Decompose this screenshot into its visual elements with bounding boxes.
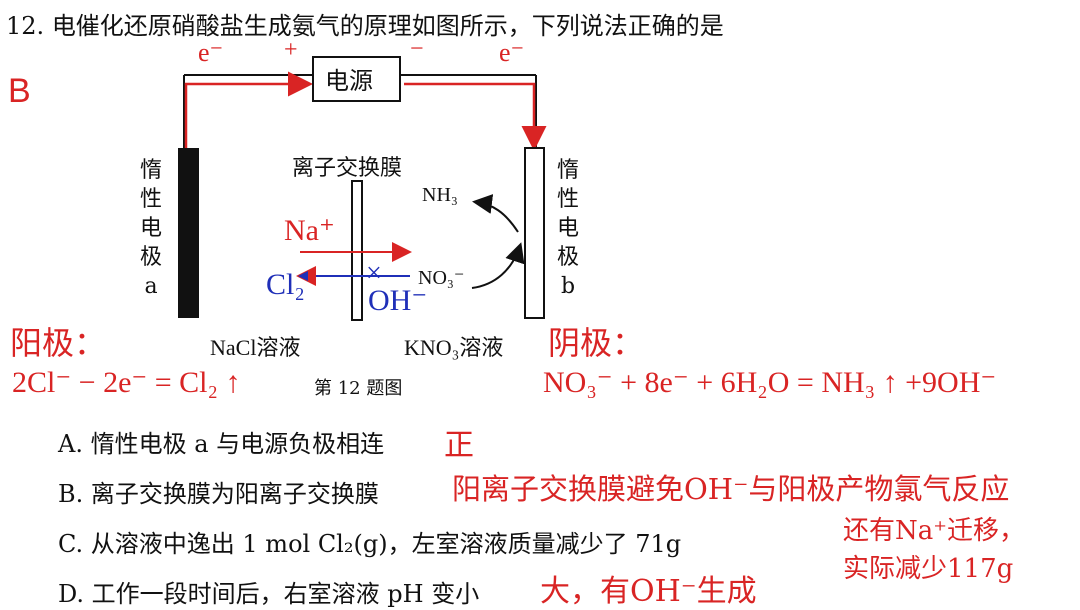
electrode-a-char: a bbox=[144, 274, 158, 299]
option-d-label: D. bbox=[58, 580, 85, 608]
left-solution-label: NaCl溶液 bbox=[210, 335, 301, 360]
question-text: 电催化还原硝酸盐生成氨气的原理如图所示，下列说法正确的是 bbox=[51, 12, 724, 40]
electrode-a-label: 惰 性 电 极 a bbox=[136, 156, 166, 301]
electrode-b-char: 极 bbox=[556, 245, 579, 270]
electrode-a-char: 电 bbox=[139, 216, 162, 241]
option-b-label: B. bbox=[58, 480, 84, 508]
question-number: 12. bbox=[6, 12, 45, 40]
no3-arrow bbox=[471, 242, 525, 289]
na-ion-label: Na⁺ bbox=[284, 214, 335, 247]
option-c-note-line1: 还有Na⁺迁移， bbox=[843, 516, 1025, 546]
right-solution-label: KNO₃溶液 bbox=[404, 335, 504, 360]
electrode-a-char: 惰 bbox=[139, 158, 162, 183]
electrolysis-diagram bbox=[178, 56, 547, 321]
option-a-note: 正 bbox=[444, 428, 474, 463]
electron-flow-right-arrow bbox=[404, 82, 547, 151]
nh3-label: NH₃ bbox=[422, 184, 458, 206]
figure-caption: 第 12 题图 bbox=[314, 378, 403, 399]
electrode-b-char: 性 bbox=[556, 187, 579, 212]
option-c-note-line2: 实际减少117g bbox=[843, 554, 1014, 584]
electrode-b-char: b bbox=[560, 274, 576, 299]
electron-left-label: e⁻ bbox=[198, 38, 224, 67]
option-b-note: 阳离子交换膜避免OH⁻与阳极产物氯气反应 bbox=[452, 472, 1010, 506]
option-b[interactable]: B. 离子交换膜为阳离子交换膜 bbox=[58, 474, 379, 509]
electrode-b-char: 惰 bbox=[556, 158, 579, 183]
electrode-b-label: 惰 性 电 极 b bbox=[553, 156, 583, 301]
plus-sign: + bbox=[284, 37, 298, 63]
answer-mark: B bbox=[8, 72, 31, 110]
electrode-a bbox=[178, 148, 199, 318]
option-c[interactable]: C. 从溶液中逸出 1 mol Cl₂(g)，左室溶液质量减少了 71g bbox=[58, 524, 681, 559]
ion-exchange-membrane bbox=[351, 180, 363, 321]
electrode-b bbox=[524, 147, 545, 319]
option-b-text: 离子交换膜为阳离子交换膜 bbox=[90, 480, 379, 508]
option-d-note: 大，有OH⁻生成 bbox=[540, 574, 757, 609]
electrode-a-char: 性 bbox=[139, 187, 162, 212]
electrode-b-char: 电 bbox=[556, 216, 579, 241]
power-source-box bbox=[312, 56, 401, 102]
option-a-text: 惰性电极 a 与电源负极相连 bbox=[90, 430, 385, 458]
cathode-label: 阴极： bbox=[548, 324, 645, 362]
electron-right-label: e⁻ bbox=[499, 38, 525, 67]
option-a[interactable]: A. 惰性电极 a 与电源负极相连 bbox=[58, 424, 384, 459]
option-d[interactable]: D. 工作一段时间后，右室溶液 pH 变小 bbox=[58, 574, 479, 609]
anode-equation: 2Cl⁻ − 2e⁻ = Cl₂ ↑ bbox=[12, 366, 241, 399]
oh-arrow-head bbox=[298, 271, 308, 281]
cl2-label: Cl₂ bbox=[266, 268, 305, 301]
block-cross-icon: × bbox=[366, 258, 382, 289]
option-d-text: 工作一段时间后，右室溶液 pH 变小 bbox=[91, 580, 480, 608]
power-source-label: 电源 bbox=[325, 67, 373, 95]
anode-label: 阳极： bbox=[10, 324, 107, 362]
option-c-label: C. bbox=[58, 530, 84, 558]
oh-ion-label: OH⁻ bbox=[368, 284, 428, 317]
minus-sign: − bbox=[410, 36, 424, 62]
no3-label: NO₃⁻ bbox=[418, 267, 465, 289]
option-a-label: A. bbox=[58, 430, 83, 458]
question-stem: 12. 电催化还原硝酸盐生成氨气的原理如图所示，下列说法正确的是 bbox=[6, 6, 724, 41]
membrane-label: 离子交换膜 bbox=[292, 156, 403, 181]
cathode-equation: NO₃⁻ + 8e⁻ + 6H₂O = NH₃ ↑ +9OH⁻ bbox=[543, 366, 997, 399]
electron-flow-left-arrow bbox=[184, 71, 313, 148]
nh3-arrow bbox=[472, 194, 519, 233]
option-c-text: 从溶液中逸出 1 mol Cl₂(g)，左室溶液质量减少了 71g bbox=[90, 530, 682, 558]
electrode-a-char: 极 bbox=[139, 245, 162, 270]
